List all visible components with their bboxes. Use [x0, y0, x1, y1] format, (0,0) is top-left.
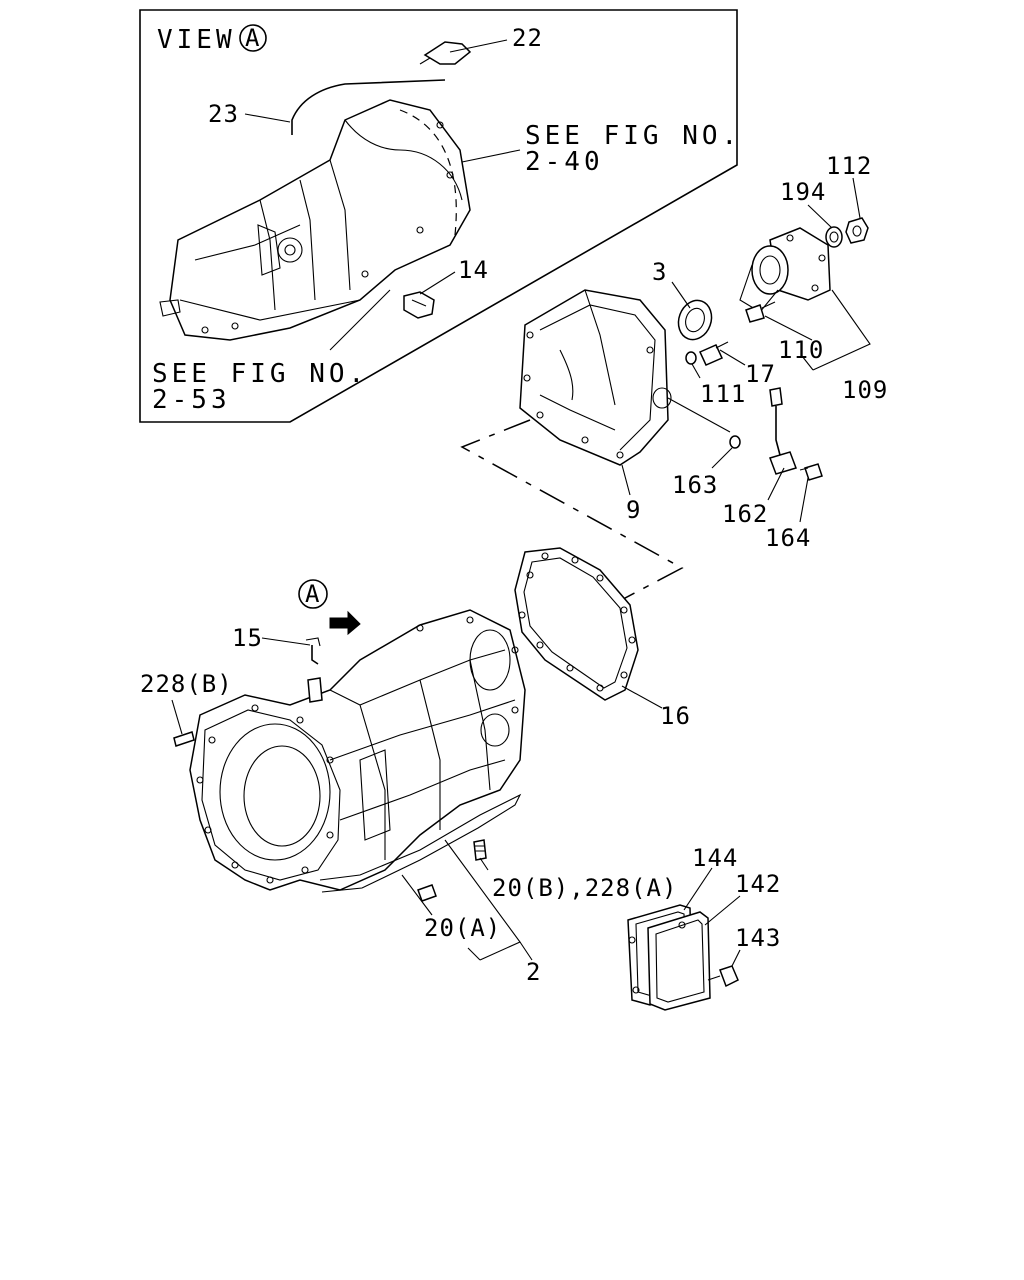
bolt-17	[698, 341, 729, 366]
extension-housing-9	[519, 289, 731, 466]
washer-194-inner	[829, 231, 839, 243]
callout-163: 163	[672, 471, 718, 499]
callout-112: 112	[826, 152, 872, 180]
view-title: VIEW	[157, 25, 236, 55]
callout-20a: 20(A)	[424, 914, 501, 942]
callout-3: 3	[652, 258, 667, 286]
callout-17: 17	[745, 360, 776, 388]
callout-9: 9	[626, 496, 641, 524]
plug-20b	[473, 839, 487, 861]
transmission-assembly-drawing	[159, 99, 471, 341]
companion-flange-109	[739, 227, 831, 313]
callout-15: 15	[232, 624, 263, 652]
bolt-110	[745, 301, 776, 323]
callout-228b: 228(B)	[140, 670, 233, 698]
inset-frame	[139, 9, 738, 423]
speed-sensor-162	[769, 387, 797, 475]
bolt-164	[799, 463, 823, 481]
ref-bottom-line2: 2-53	[152, 385, 231, 415]
cover-142	[647, 911, 711, 1011]
callout-194: 194	[780, 178, 826, 206]
washer-194	[825, 226, 843, 248]
callout-14: 14	[458, 256, 489, 284]
callout-111: 111	[700, 380, 746, 408]
view-marker-circle	[239, 24, 267, 52]
view-marker-letter: A	[245, 24, 260, 52]
callout-22: 22	[512, 24, 543, 52]
sensor-14	[403, 291, 435, 319]
ref-top-line1: SEE FIG NO.	[525, 121, 741, 151]
ref-top-line2: 2-40	[525, 147, 604, 177]
callout-16: 16	[660, 702, 691, 730]
view-a-inset: VIEW A	[139, 9, 741, 423]
callout-110: 110	[778, 336, 824, 364]
view-a-marker-circle	[298, 579, 328, 609]
gasket-16	[514, 547, 639, 701]
alignment-line	[460, 419, 684, 607]
harness-23	[291, 79, 446, 135]
dowel-228b	[173, 731, 195, 747]
o-ring-111	[685, 351, 697, 365]
callout-164: 164	[765, 524, 811, 552]
clip-22	[419, 41, 472, 65]
callout-109: 109	[842, 376, 888, 404]
transmission-case-2	[189, 609, 526, 893]
nut-112	[845, 217, 869, 244]
ref-bottom-line1: SEE FIG NO.	[152, 359, 368, 389]
callout-162: 162	[722, 500, 768, 528]
view-a-marker-letter: A	[305, 580, 320, 608]
view-a-arrow	[329, 610, 361, 636]
callout-2: 2	[526, 958, 541, 986]
plug-20a	[417, 884, 437, 902]
callout-142: 142	[735, 870, 781, 898]
callout-144: 144	[692, 844, 738, 872]
callout-23: 23	[208, 100, 239, 128]
callout-20b-228a: 20(B),228(A)	[492, 874, 677, 902]
callout-143: 143	[735, 924, 781, 952]
seal-163	[729, 435, 741, 449]
bolt-143	[707, 965, 739, 988]
oil-seal-3	[677, 299, 713, 341]
breather-15	[305, 637, 323, 703]
